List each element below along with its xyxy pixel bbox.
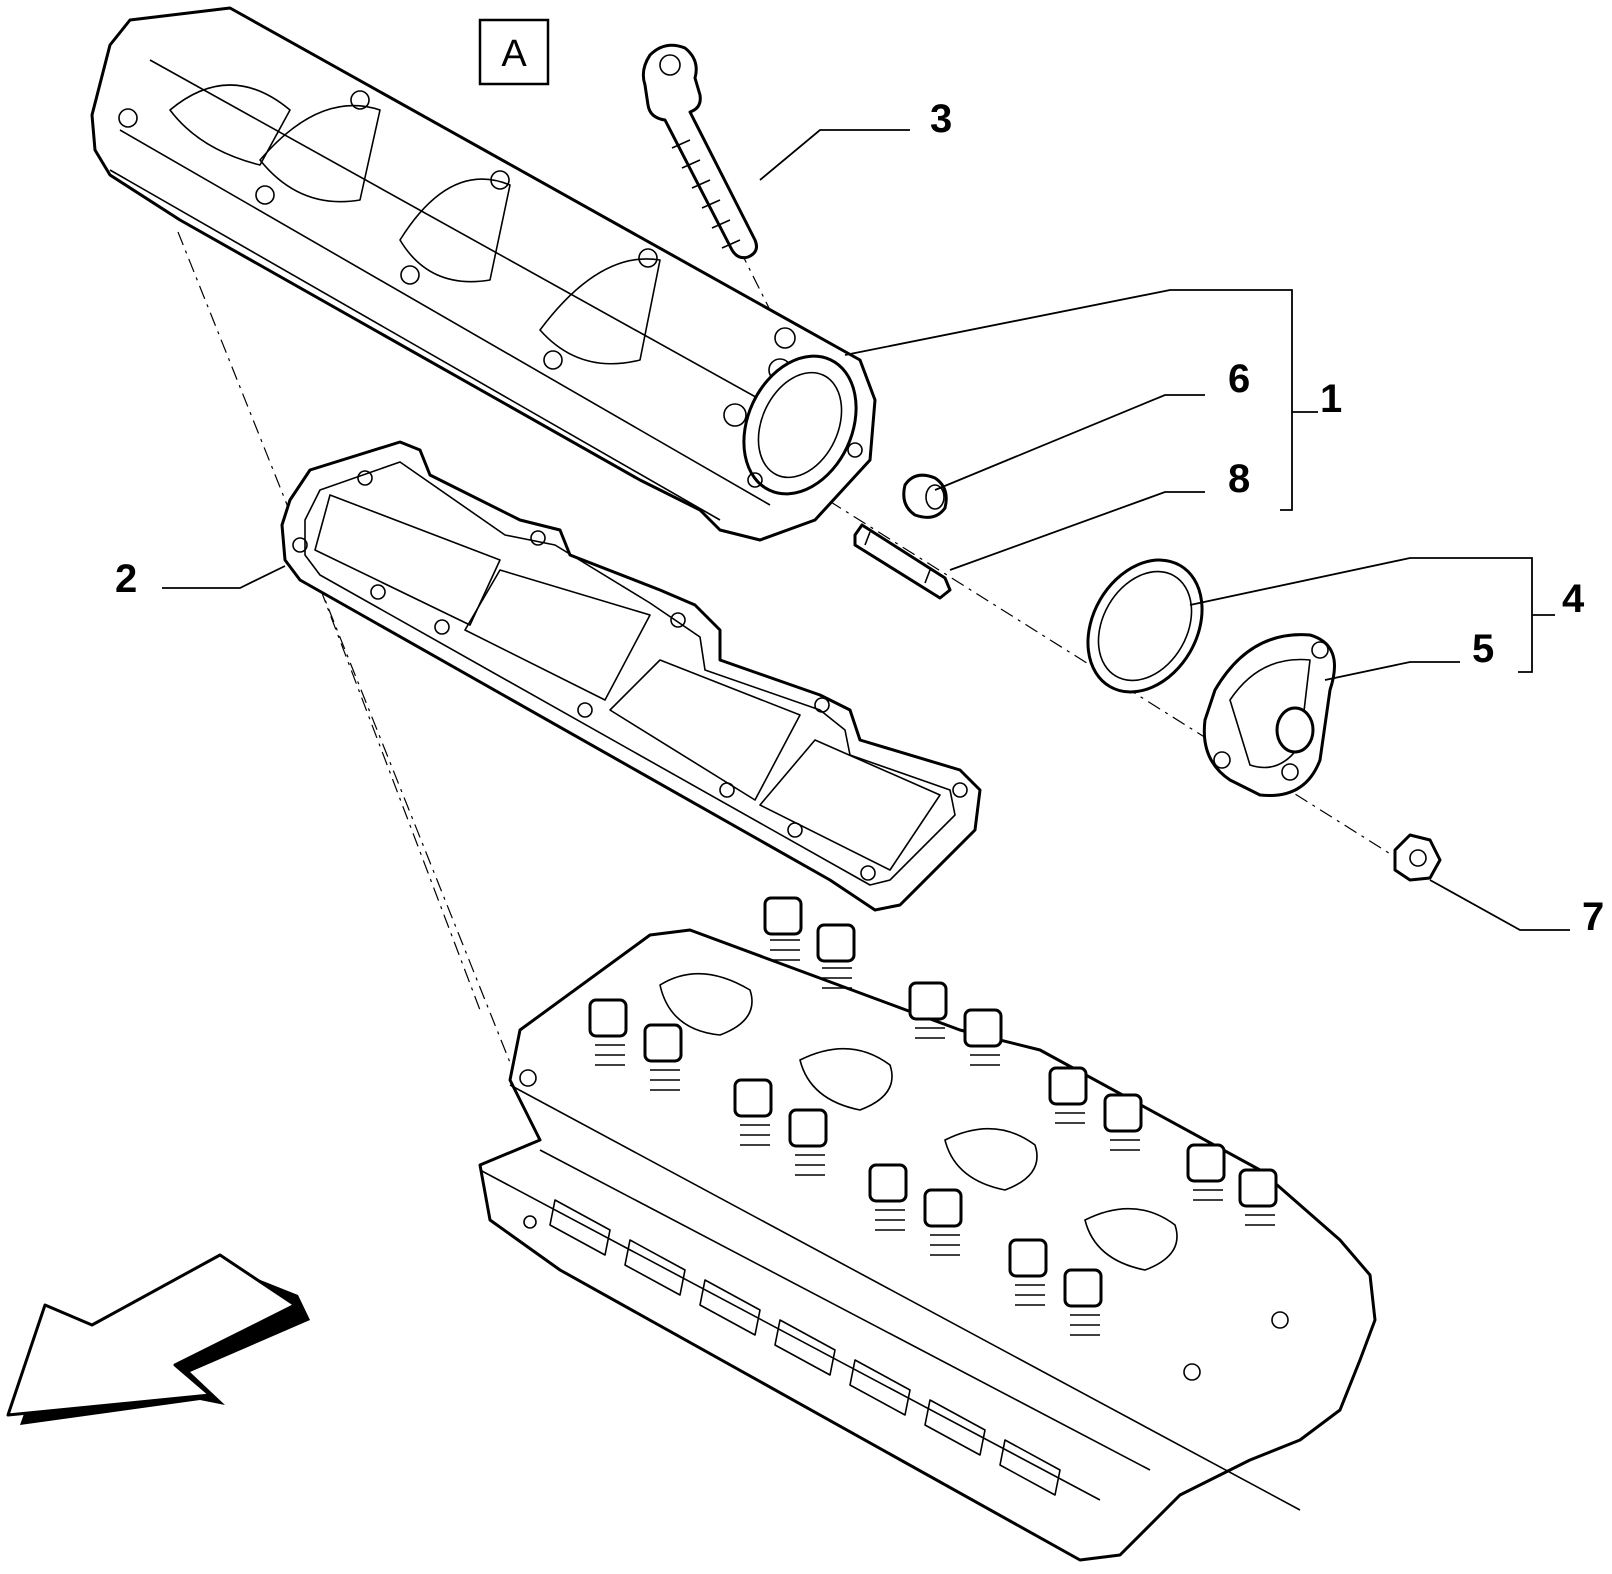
- callout-2: 2: [115, 557, 137, 601]
- callout-4: 4: [1562, 577, 1585, 621]
- callout-7: 7: [1582, 895, 1604, 939]
- dowel-pin: [853, 523, 952, 600]
- o-ring: [1086, 558, 1204, 694]
- callout-8: 8: [1228, 457, 1250, 501]
- valve-springs: [588, 896, 1278, 1336]
- view-label-box: A: [478, 18, 550, 86]
- sleeve: [902, 473, 948, 519]
- arrow-down-left-icon: [6, 1253, 310, 1425]
- callout-numbers: 3 1 6 8 2 4 5 7: [115, 97, 1604, 939]
- housing-gasket: [280, 440, 982, 912]
- callout-3: 3: [930, 97, 952, 141]
- brackets: [1280, 289, 1555, 673]
- bolt: [641, 43, 758, 260]
- view-label: A: [501, 33, 527, 75]
- callout-6: 6: [1228, 357, 1250, 401]
- callout-1: 1: [1320, 377, 1342, 421]
- leader-lines: [162, 129, 1570, 931]
- cylinder-head: [478, 896, 1377, 1562]
- assembly-alignment-lines: [177, 231, 1401, 1076]
- nut: [1393, 833, 1442, 882]
- callout-5: 5: [1472, 627, 1494, 671]
- end-cover: [1202, 633, 1336, 798]
- camshaft-housing: [90, 6, 877, 542]
